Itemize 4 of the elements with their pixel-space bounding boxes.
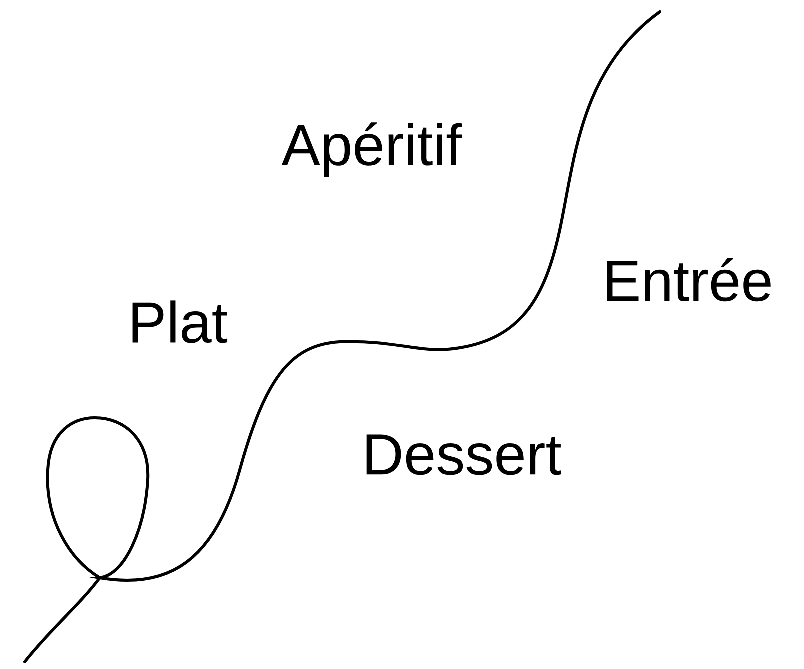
menu-label: Entrée [607, 258, 771, 302]
menu-label: Dessert [366, 434, 562, 476]
menu-label: Apéritif [282, 122, 462, 178]
menu-label: Plat [132, 300, 228, 344]
